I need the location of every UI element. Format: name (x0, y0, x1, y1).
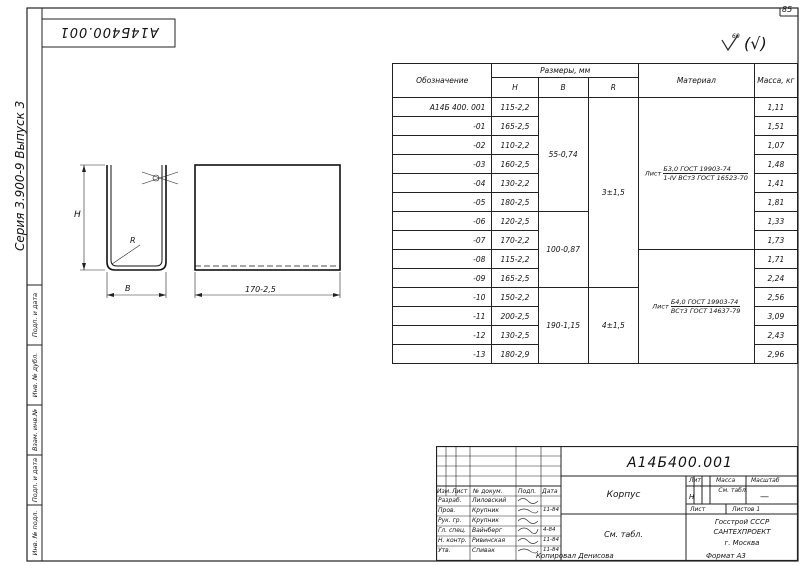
tb-sheet-label: Лист (690, 506, 706, 513)
tb-scale-label: Масштаб (751, 477, 780, 484)
tb-org-1: Госстрой СССР (714, 518, 770, 526)
tb-date: 11-84 (543, 507, 559, 513)
title-block-frame (436, 446, 798, 561)
tb-role: Разраб. (438, 497, 462, 504)
tb-lit-value: Н (689, 493, 695, 501)
dim-r-label: R (130, 236, 136, 245)
margin-label-inv-dubl: Инв. № дубл. (31, 352, 39, 398)
tb-name: Спивак (472, 547, 495, 554)
margin-label-inv-podl: Инв. № подл. (31, 510, 39, 556)
dim-length-label: 170-2,5 (245, 285, 276, 294)
table-row: А14Б 400. 001 115-2,2 55-0,74 3±1,5 Лист… (391, 97, 799, 288)
table-row: -05 180-2,5 1,81 (391, 192, 799, 212)
tb-header-list: Лист (452, 488, 468, 495)
tb-role: Гл. спец. (438, 527, 466, 534)
table-row: -08 115-2,2 Лист Б4,0 ГОСТ 19903-74 ВСт3… (391, 249, 799, 364)
tb-org-3: г. Москва (724, 539, 760, 547)
table-row: -07 170-2,2 1,73 (391, 230, 799, 250)
b-group: 55-0,74 (537, 97, 589, 212)
tb-role: Рук. гр. (438, 517, 462, 524)
tb-lit-label: Лит (689, 477, 701, 484)
tb-name: Крупник (472, 507, 499, 514)
header-designation: Обозначение (391, 63, 493, 98)
header-mass: Масса, кг (753, 63, 799, 98)
material-group-2: Лист Б4,0 ГОСТ 19903-74 ВСт3 ГОСТ 14637-… (637, 249, 755, 364)
part-drawing (80, 164, 341, 298)
header-b: B (537, 77, 589, 98)
r-group: 4±1,5 (587, 287, 639, 364)
material-group-1: Лист Б3,0 ГОСТ 19903-74 1-IV ВСт3 ГОСТ 1… (637, 97, 755, 250)
tb-role: Пров. (438, 507, 456, 514)
header-r: R (587, 77, 639, 98)
tb-date: 4-84 (543, 527, 556, 533)
r-group: 3±1,5 (587, 97, 639, 288)
table-row: -11 200-2,5 3,09 (391, 306, 799, 326)
table-row: -13 180-2,9 2,96 (391, 344, 799, 364)
tb-date: 11-84 (543, 537, 559, 543)
header-h: H (491, 77, 539, 98)
header-material: Материал (637, 63, 755, 98)
b-group: 190-1,15 (537, 287, 589, 364)
tb-mass-value: См. табл. (718, 487, 748, 494)
header-sizes: Размеры, мм (491, 63, 639, 78)
surface-mark: (√) (744, 34, 767, 53)
tb-name: Вайнберг (472, 527, 502, 534)
table-row: -09 165-2,5 2,24 (391, 268, 799, 288)
tb-header-podp: Подп. (518, 488, 537, 495)
dim-b-label: B (125, 284, 131, 293)
tb-header-izm: Изм. (437, 488, 452, 495)
margin-label-vzam: Взам. инв.№ (31, 408, 39, 452)
table-row: -03 160-2,5 1,48 (391, 154, 799, 174)
tb-name: Лиловский (472, 497, 507, 504)
spec-table: Обозначение Размеры, мм Материал Масса, … (391, 63, 799, 364)
mirrored-code: А14Б400.001 (59, 24, 159, 39)
tb-code: А14Б400.001 (627, 455, 733, 471)
tb-sheets-label: Листов 1 (732, 506, 761, 513)
tb-material: См. табл. (604, 530, 643, 539)
dim-h-label: H (74, 210, 81, 220)
copied-by: Копировал Денисова (536, 552, 614, 560)
tb-part-name: Корпус (606, 490, 641, 500)
margin-label-podp-2: Подп. и дата (31, 292, 39, 338)
table-row: -12 130-2,5 2,43 (391, 325, 799, 345)
format-label: Формат А3 (706, 552, 746, 560)
roughness-check-icon (721, 34, 739, 52)
tb-date: 11-84 (543, 547, 559, 553)
series-label: Серия 3.900-9 Выпуск 3 (13, 100, 27, 251)
tb-org-2: САНТЕХПРОЕКТ (713, 528, 771, 536)
tb-mass-label: Масса (716, 477, 736, 484)
tb-header-date: Дата (542, 488, 558, 495)
tb-role: Утв. (438, 547, 451, 554)
tb-name: Крупник (472, 517, 499, 524)
tb-scale-value: — (760, 492, 769, 502)
page-number: 85 (782, 5, 793, 14)
b-group: 100-0,87 (537, 211, 589, 288)
tb-role: Н. контр. (438, 537, 467, 544)
tb-name: Ривинская (472, 537, 506, 544)
surface-mark-value: 60 (732, 33, 740, 40)
signatures (517, 498, 539, 554)
table-row: -04 130-2,2 1,41 (391, 173, 799, 193)
tb-header-doc: № докум. (473, 488, 503, 495)
